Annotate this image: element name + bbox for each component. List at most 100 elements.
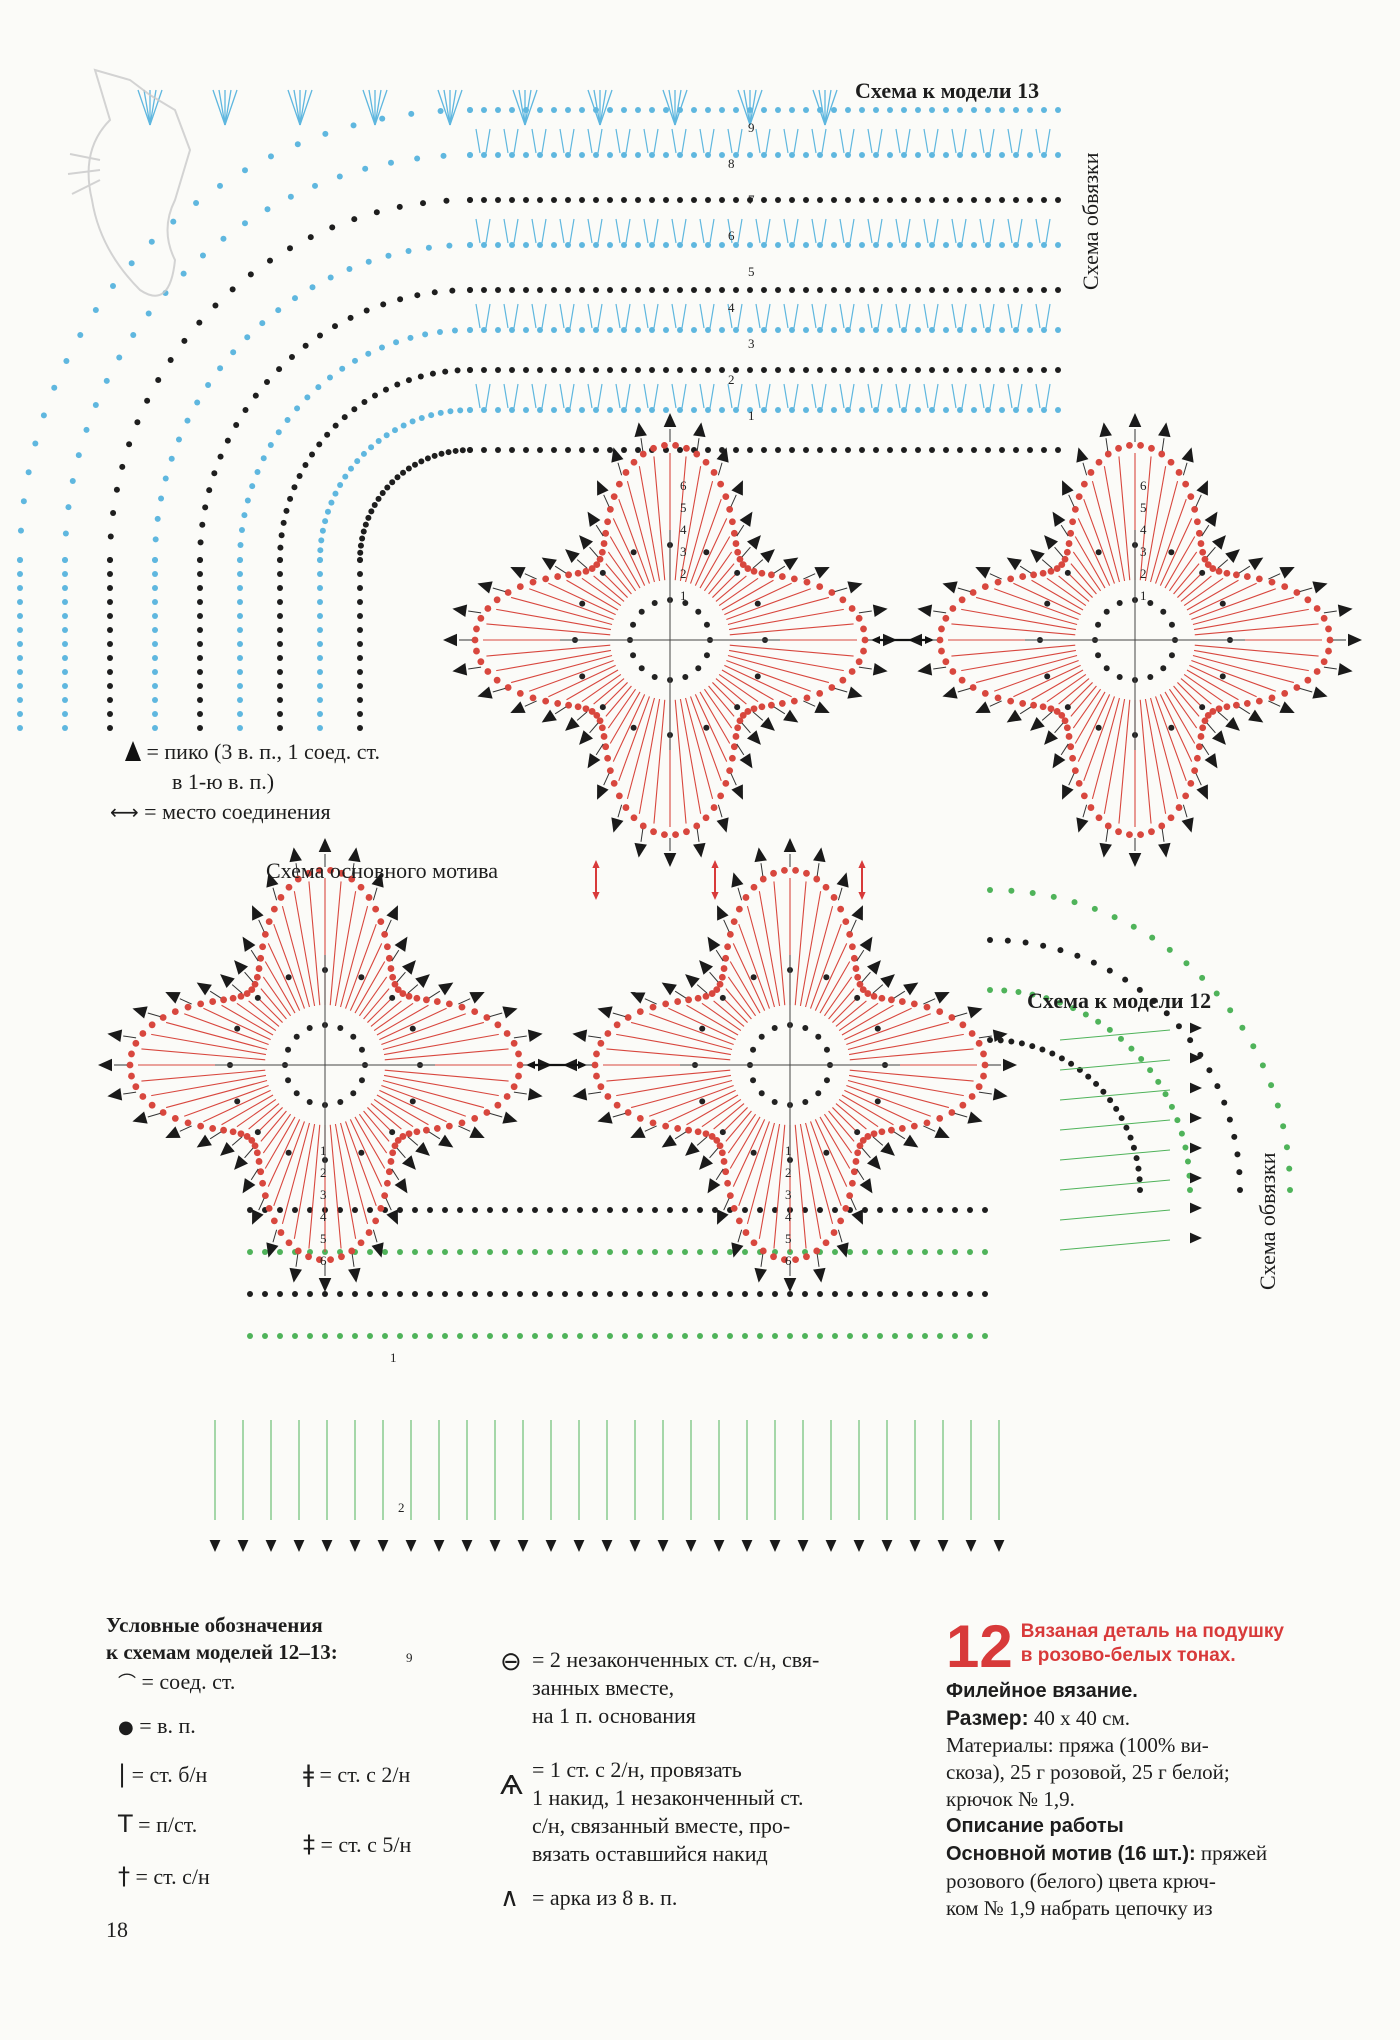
legend-quintuple: ‡ = ст. с 5/н [303, 1830, 412, 1858]
pico-icon [125, 741, 141, 761]
edging12-row-3 [247, 937, 1243, 1297]
row-number: 4 [320, 1209, 327, 1224]
edging12-spike [293, 1420, 305, 1552]
edging12-side-spike [1059, 1022, 1202, 1041]
row-number: 6 [680, 478, 687, 493]
legend-slip-stitch: ⌒ = соед. ст. [118, 1669, 236, 1694]
edging12-spike [657, 1420, 669, 1552]
edging13-fan [812, 89, 838, 126]
join-text: = место соединения [144, 799, 331, 824]
quintuple-icon: ‡ [303, 1830, 315, 1858]
legend-chain: ● = в. п. [118, 1713, 196, 1738]
edging12-spike [405, 1420, 417, 1552]
row-number: 2 [320, 1165, 327, 1180]
edging12-spike [321, 1420, 333, 1552]
model-header: 12 Вязаная деталь на подушку в розово-бе… [946, 1617, 1346, 1677]
edging12-spike [629, 1420, 641, 1552]
join-legend: ⟷ = место соединения [110, 798, 331, 826]
model13-title: Схема к модели 13 [855, 78, 1040, 103]
row-number: 6 [785, 1253, 792, 1268]
pico-text-cont: в 1-ю в. п.) [172, 769, 275, 794]
row-number: 5 [1140, 500, 1147, 515]
edging12-spike [209, 1420, 221, 1552]
edging12-spike [545, 1420, 557, 1552]
treble-icon: ǂ [303, 1760, 315, 1788]
join-arrow-icon: ⟷ [110, 800, 139, 824]
legend-dc2tog: ⊖ = 2 незаконченных ст. с/н, свя- занных… [500, 1647, 820, 1728]
symbols-legend-title: Условные обозначения к схемам моделей 12… [106, 1612, 338, 1666]
page-number: 18 [106, 1917, 128, 1942]
edging12-spike [713, 1420, 725, 1552]
model12-title: Схема к модели 12 [1027, 988, 1212, 1013]
edging13-row-2 [317, 383, 1061, 731]
legend-arch: ∧ = арка из 8 в. п. [500, 1883, 678, 1913]
model-materials: Материалы: пряжа (100% ви- скоза), 25 г … [946, 1733, 1230, 1811]
single-crochet-icon: | [118, 1760, 127, 1788]
edging12-spike [881, 1420, 893, 1552]
pico-legend: = пико (3 в. п., 1 соед. ст. [125, 738, 380, 766]
row-number: 3 [748, 336, 755, 351]
row-number: 9 [406, 1650, 413, 1665]
edging12-row-4 [247, 887, 1293, 1339]
edging12-spike [797, 1420, 809, 1552]
row-number: 4 [785, 1209, 792, 1224]
motifs-chart [98, 413, 1362, 1292]
half-double-icon: T [118, 1810, 133, 1838]
edging12-spike [265, 1420, 277, 1552]
edging12-side-spike [1059, 1202, 1202, 1221]
edging13-row-1 [357, 447, 1061, 731]
edging12-spike [909, 1420, 921, 1552]
edging12-spike [461, 1420, 473, 1552]
symbols-legend-title-line1: Условные обозначения [106, 1613, 323, 1637]
edging12-row-2 [247, 987, 1193, 1255]
edging12-spike [517, 1420, 529, 1552]
work-heading: Описание работы [946, 1815, 1124, 1837]
main-motif-label: Схема основного мотива [266, 858, 499, 883]
row-number: 2 [728, 372, 735, 387]
edging-12-chart [209, 887, 1293, 1552]
edging13-fan [362, 89, 388, 126]
row-number: 4 [1140, 522, 1147, 537]
edging-13-chart [17, 89, 1061, 731]
row-number: 3 [1140, 544, 1147, 559]
edging12-spike [993, 1420, 1005, 1552]
edging13-fan [662, 89, 688, 126]
edging13-fan [587, 89, 613, 126]
edging13-row-4 [237, 303, 1061, 731]
row-number: 3 [680, 544, 687, 559]
edging12-side-spike [1059, 1082, 1202, 1101]
edging13-fan [212, 89, 238, 126]
chain-icon: ● [118, 1717, 134, 1738]
edging13-fan [287, 89, 313, 126]
edging12-spike [769, 1420, 781, 1552]
edging12-side-spike [1059, 1112, 1202, 1131]
row-number: 7 [748, 192, 755, 207]
row-number: 4 [728, 300, 735, 315]
motif-3 [98, 838, 552, 1292]
motif-1 [443, 413, 897, 867]
row-number: 5 [680, 500, 687, 515]
edging13-row-7 [107, 197, 1061, 731]
slip-stitch-icon: ⌒ [118, 1673, 136, 1694]
motif-description: Основной мотив (16 шт.): пряжей розового… [946, 1841, 1268, 1920]
edging12-spike [685, 1420, 697, 1552]
row-number: 5 [785, 1231, 792, 1246]
edging12-side-spike [1059, 1232, 1202, 1251]
motif-4 [563, 838, 1017, 1292]
edging13-fan [437, 89, 463, 126]
row-number: 6 [1140, 478, 1147, 493]
edging13-fan [137, 89, 163, 126]
double-crochet-icon: † [118, 1862, 130, 1890]
edging13-row-5 [197, 287, 1061, 731]
row-number: 5 [748, 264, 755, 279]
edging12-spike [601, 1420, 613, 1552]
row-number: 6 [320, 1253, 327, 1268]
edging13-label: Схема обвязки [1078, 152, 1103, 291]
edging13-fan [737, 89, 763, 126]
symbols-legend-title-line2: к схемам моделей 12–13: [106, 1640, 338, 1664]
edging13-row-8 [62, 128, 1061, 731]
edging12-spike [349, 1420, 361, 1552]
row-number: 3 [785, 1187, 792, 1202]
model-description: 12 Вязаная деталь на подушку в розово-бе… [946, 1617, 1346, 1922]
